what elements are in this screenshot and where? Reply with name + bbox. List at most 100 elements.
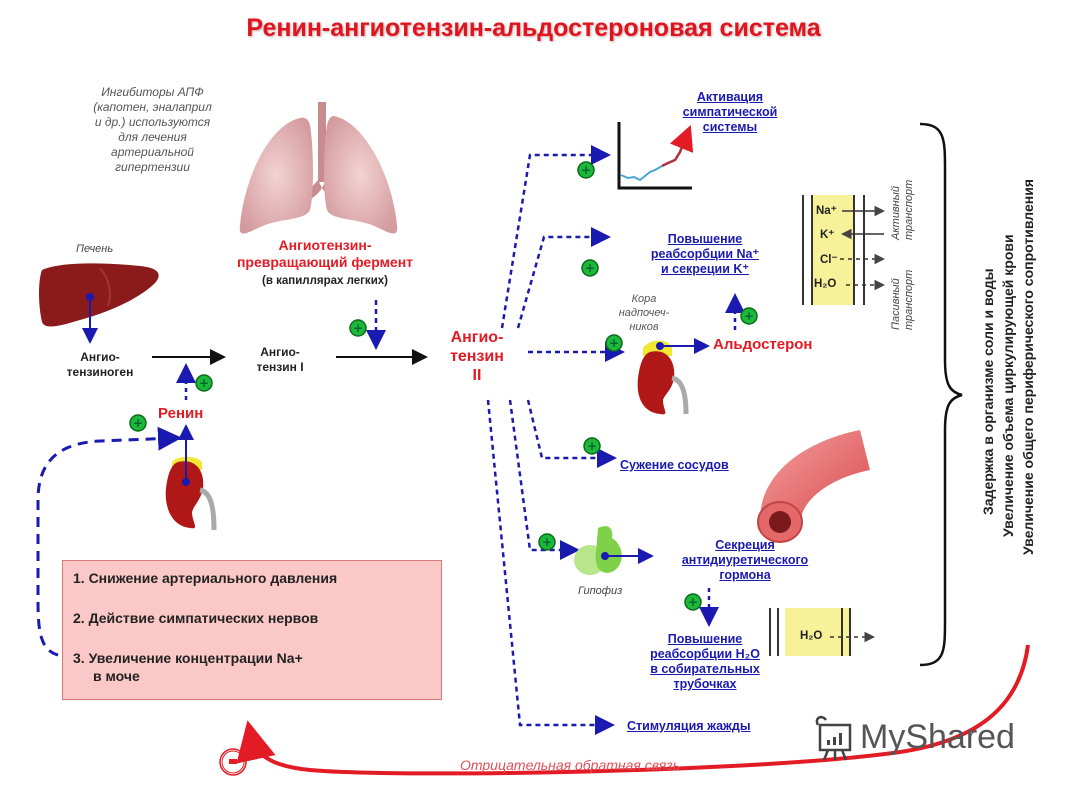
outcome-item: Увеличение общего периферического сопрот… [1020, 179, 1036, 555]
cause-item: 1. Снижение артериального давления [73, 570, 338, 586]
effect-water-reabsorption[interactable]: Повышение реабсорбции H₂O в собирательны… [632, 632, 778, 692]
aldosterone-label: Альдостерон [713, 336, 813, 353]
link-line: Активация [696, 90, 764, 104]
water-transport-membrane [769, 608, 875, 656]
note-line: Ингибиторы АПФ [101, 85, 204, 99]
link-line: и секреции K⁺ [660, 262, 750, 276]
minus-icon [229, 759, 237, 764]
negative-sign-circle [219, 748, 247, 776]
angiotensin2-branches [486, 145, 625, 735]
effect-adh-secretion[interactable]: Секреция антидиуретического гормона [670, 538, 820, 583]
negative-feedback-label: Отрицательная обратная связь [460, 757, 681, 773]
angiotensin1-label: Ангио- тензин I [245, 345, 315, 375]
sympathetic-graph-icon [617, 122, 694, 190]
angiotensinogen-label: Ангио- тензиноген [60, 350, 140, 380]
cause-item: 2. Действие симпатических нервов [73, 610, 319, 626]
label-line: транспорт [903, 179, 915, 240]
cause-item: в моче [93, 668, 140, 684]
link-line: гормона [719, 568, 771, 582]
note-line: (капотен, эналаприл [93, 100, 212, 114]
label-line: транспорт [903, 269, 915, 330]
watermark-logo: MyShared [860, 718, 1015, 756]
note-line: артериальной [111, 145, 194, 159]
negative-feedback-arrow [236, 644, 1030, 776]
svg-text:+: + [581, 163, 591, 177]
ion-cl: Cl⁻ [820, 254, 838, 266]
page-title: Ренин-ангиотензин-альдостероновая систем… [246, 14, 821, 42]
link-line: Повышение [667, 632, 743, 646]
stimulus-plus-icon: + [583, 437, 601, 455]
link-line: системы [702, 120, 758, 134]
stimulus-plus-icon: + [349, 319, 367, 337]
causes-to-renin-arrow [36, 426, 182, 657]
link-line: реабсорбции H₂O [650, 647, 760, 661]
effect-thirst[interactable]: Стимуляция жажды [627, 719, 751, 733]
stimulus-plus-icon: + [577, 161, 595, 179]
stimulus-plus-icon: + [129, 414, 147, 432]
svg-text:+: + [744, 309, 754, 323]
note-line: и др.) используются [94, 115, 211, 129]
renin-label: Ренин [158, 405, 204, 422]
link-line: симпатической [682, 105, 778, 119]
label-line: Ангио- [80, 350, 120, 364]
liver-icon [39, 263, 159, 327]
svg-text:+: + [587, 439, 597, 453]
outcomes-list: Задержка в организме соли и воды Увеличе… [978, 179, 1038, 555]
water-membrane-label: H₂O [800, 630, 823, 642]
svg-text:+: + [133, 416, 143, 430]
label-line: тензин I [256, 360, 304, 374]
ace-location: (в капиллярах легких) [262, 275, 388, 287]
label-line: Активный [890, 186, 902, 240]
stimulus-plus-icon: + [684, 593, 702, 611]
kidney-icon [165, 456, 217, 531]
passive-transport-label: Пасивный транспорт [890, 270, 916, 330]
link-line: реабсорбции Na⁺ [650, 247, 760, 261]
stimulus-plus-icon: + [740, 307, 758, 325]
ace-line: превращающий фермент [236, 254, 414, 270]
label-line: Пасивный [890, 278, 902, 330]
ion-na: Na⁺ [816, 205, 837, 217]
stimulus-plus-icon: + [605, 334, 623, 352]
lungs-icon [239, 102, 398, 234]
link-line: Секреция [715, 538, 775, 552]
link-line: трубочках [673, 677, 737, 691]
svg-text:+: + [609, 336, 619, 350]
label-line: надпочеч- [618, 307, 670, 319]
ion-h2o: H₂O [814, 278, 837, 290]
label-line: Кора [631, 293, 657, 305]
ace-label: Ангиотензин- превращающий фермент [225, 237, 425, 271]
link-line: в собирательных [650, 662, 760, 676]
cause-item: 3. Увеличение концентрации Na+ [73, 650, 303, 666]
angiotensin2-label: Ангио- тензин II [432, 328, 522, 385]
outcome-item: Задержка в организме соли и воды [980, 268, 996, 515]
svg-text:+: + [688, 595, 698, 609]
label-line: тензиноген [66, 365, 134, 379]
note-line: для лечения [118, 130, 187, 144]
ion-transport-membrane [802, 195, 885, 305]
effect-vasoconstriction[interactable]: Сужение сосудов [620, 458, 729, 472]
effect-sympathetic[interactable]: Активация симпатической системы [660, 90, 800, 135]
link-line: Повышение [667, 232, 743, 246]
adrenal-kidney-icon [637, 340, 689, 415]
outcomes-brace [919, 122, 963, 667]
svg-text:+: + [199, 376, 209, 390]
label-line: Ангио- [260, 345, 300, 359]
outcome-item: Увеличение объема циркулирующей крови [1000, 234, 1016, 537]
blood-vessel-icon [757, 430, 870, 543]
svg-text:+: + [353, 321, 363, 335]
effect-na-reabsorption[interactable]: Повышение реабсорбции Na⁺ и секреции K⁺ [630, 232, 780, 277]
label-line: Ангио- [450, 329, 504, 346]
label-line: II [472, 367, 482, 384]
ace-inhibitor-note: Ингибиторы АПФ (капотен, эналаприл и др.… [70, 85, 235, 175]
svg-text:+: + [542, 535, 552, 549]
liver-label: Печень [76, 243, 114, 255]
pituitary-icon [574, 526, 622, 575]
link-line: антидиуретического [681, 553, 809, 567]
ion-k: K⁺ [820, 229, 835, 241]
stimulus-plus-icon: + [538, 533, 556, 551]
label-line: тензин [450, 348, 504, 365]
stimulus-plus-icon: + [581, 259, 599, 277]
active-transport-label: Активный транспорт [890, 180, 916, 240]
svg-text:+: + [585, 261, 595, 275]
